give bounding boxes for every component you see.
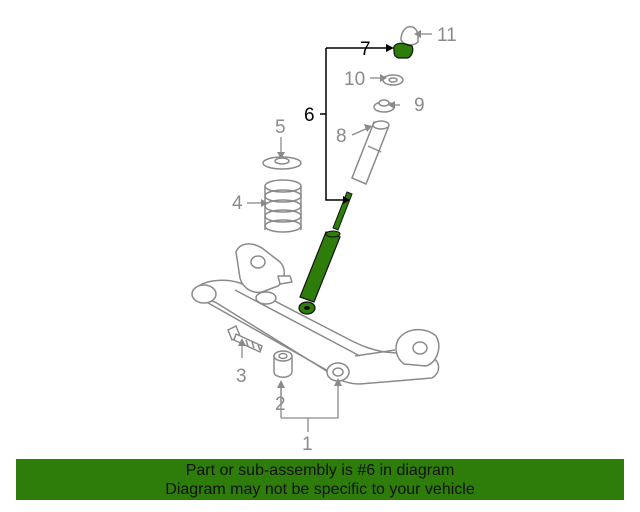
arrowheads-active: [343, 44, 394, 204]
callout-7: 7: [360, 39, 371, 60]
callout-2: 2: [275, 394, 286, 415]
callout-1: 1: [302, 434, 313, 455]
callout-9: 9: [414, 95, 425, 116]
upper-mount-part: [393, 42, 414, 59]
spring-seat-part: [262, 156, 302, 170]
callout-3: 3: [236, 366, 247, 387]
axle-beam: [191, 243, 440, 385]
leader-lines: [241, 33, 432, 432]
banner-line-1: Part or sub-assembly is #6 in diagram: [185, 462, 455, 479]
callout-5: 5: [275, 117, 286, 138]
coil-spring-part: [264, 179, 302, 233]
bracket-6: [320, 47, 392, 201]
callout-4: 4: [232, 193, 243, 214]
bushing-part: [273, 350, 293, 378]
arrowheads: [238, 30, 421, 388]
dust-boot-part: [351, 120, 390, 185]
banner-line-2: Diagram may not be specific to your vehi…: [165, 481, 475, 498]
shock-absorber-part: [298, 191, 353, 315]
washer-part: [382, 74, 404, 86]
callout-10: 10: [344, 69, 365, 90]
callout-6: 6: [304, 105, 315, 126]
info-banner: Part or sub-assembly is #6 in diagram Di…: [16, 459, 624, 500]
callout-8: 8: [336, 126, 347, 147]
callout-11: 11: [437, 25, 457, 46]
cap-part: [400, 26, 419, 46]
parts-diagram: 1 2 3 4 5 6 7 8 9 10 11: [191, 25, 457, 455]
bolt-part: [227, 324, 263, 354]
